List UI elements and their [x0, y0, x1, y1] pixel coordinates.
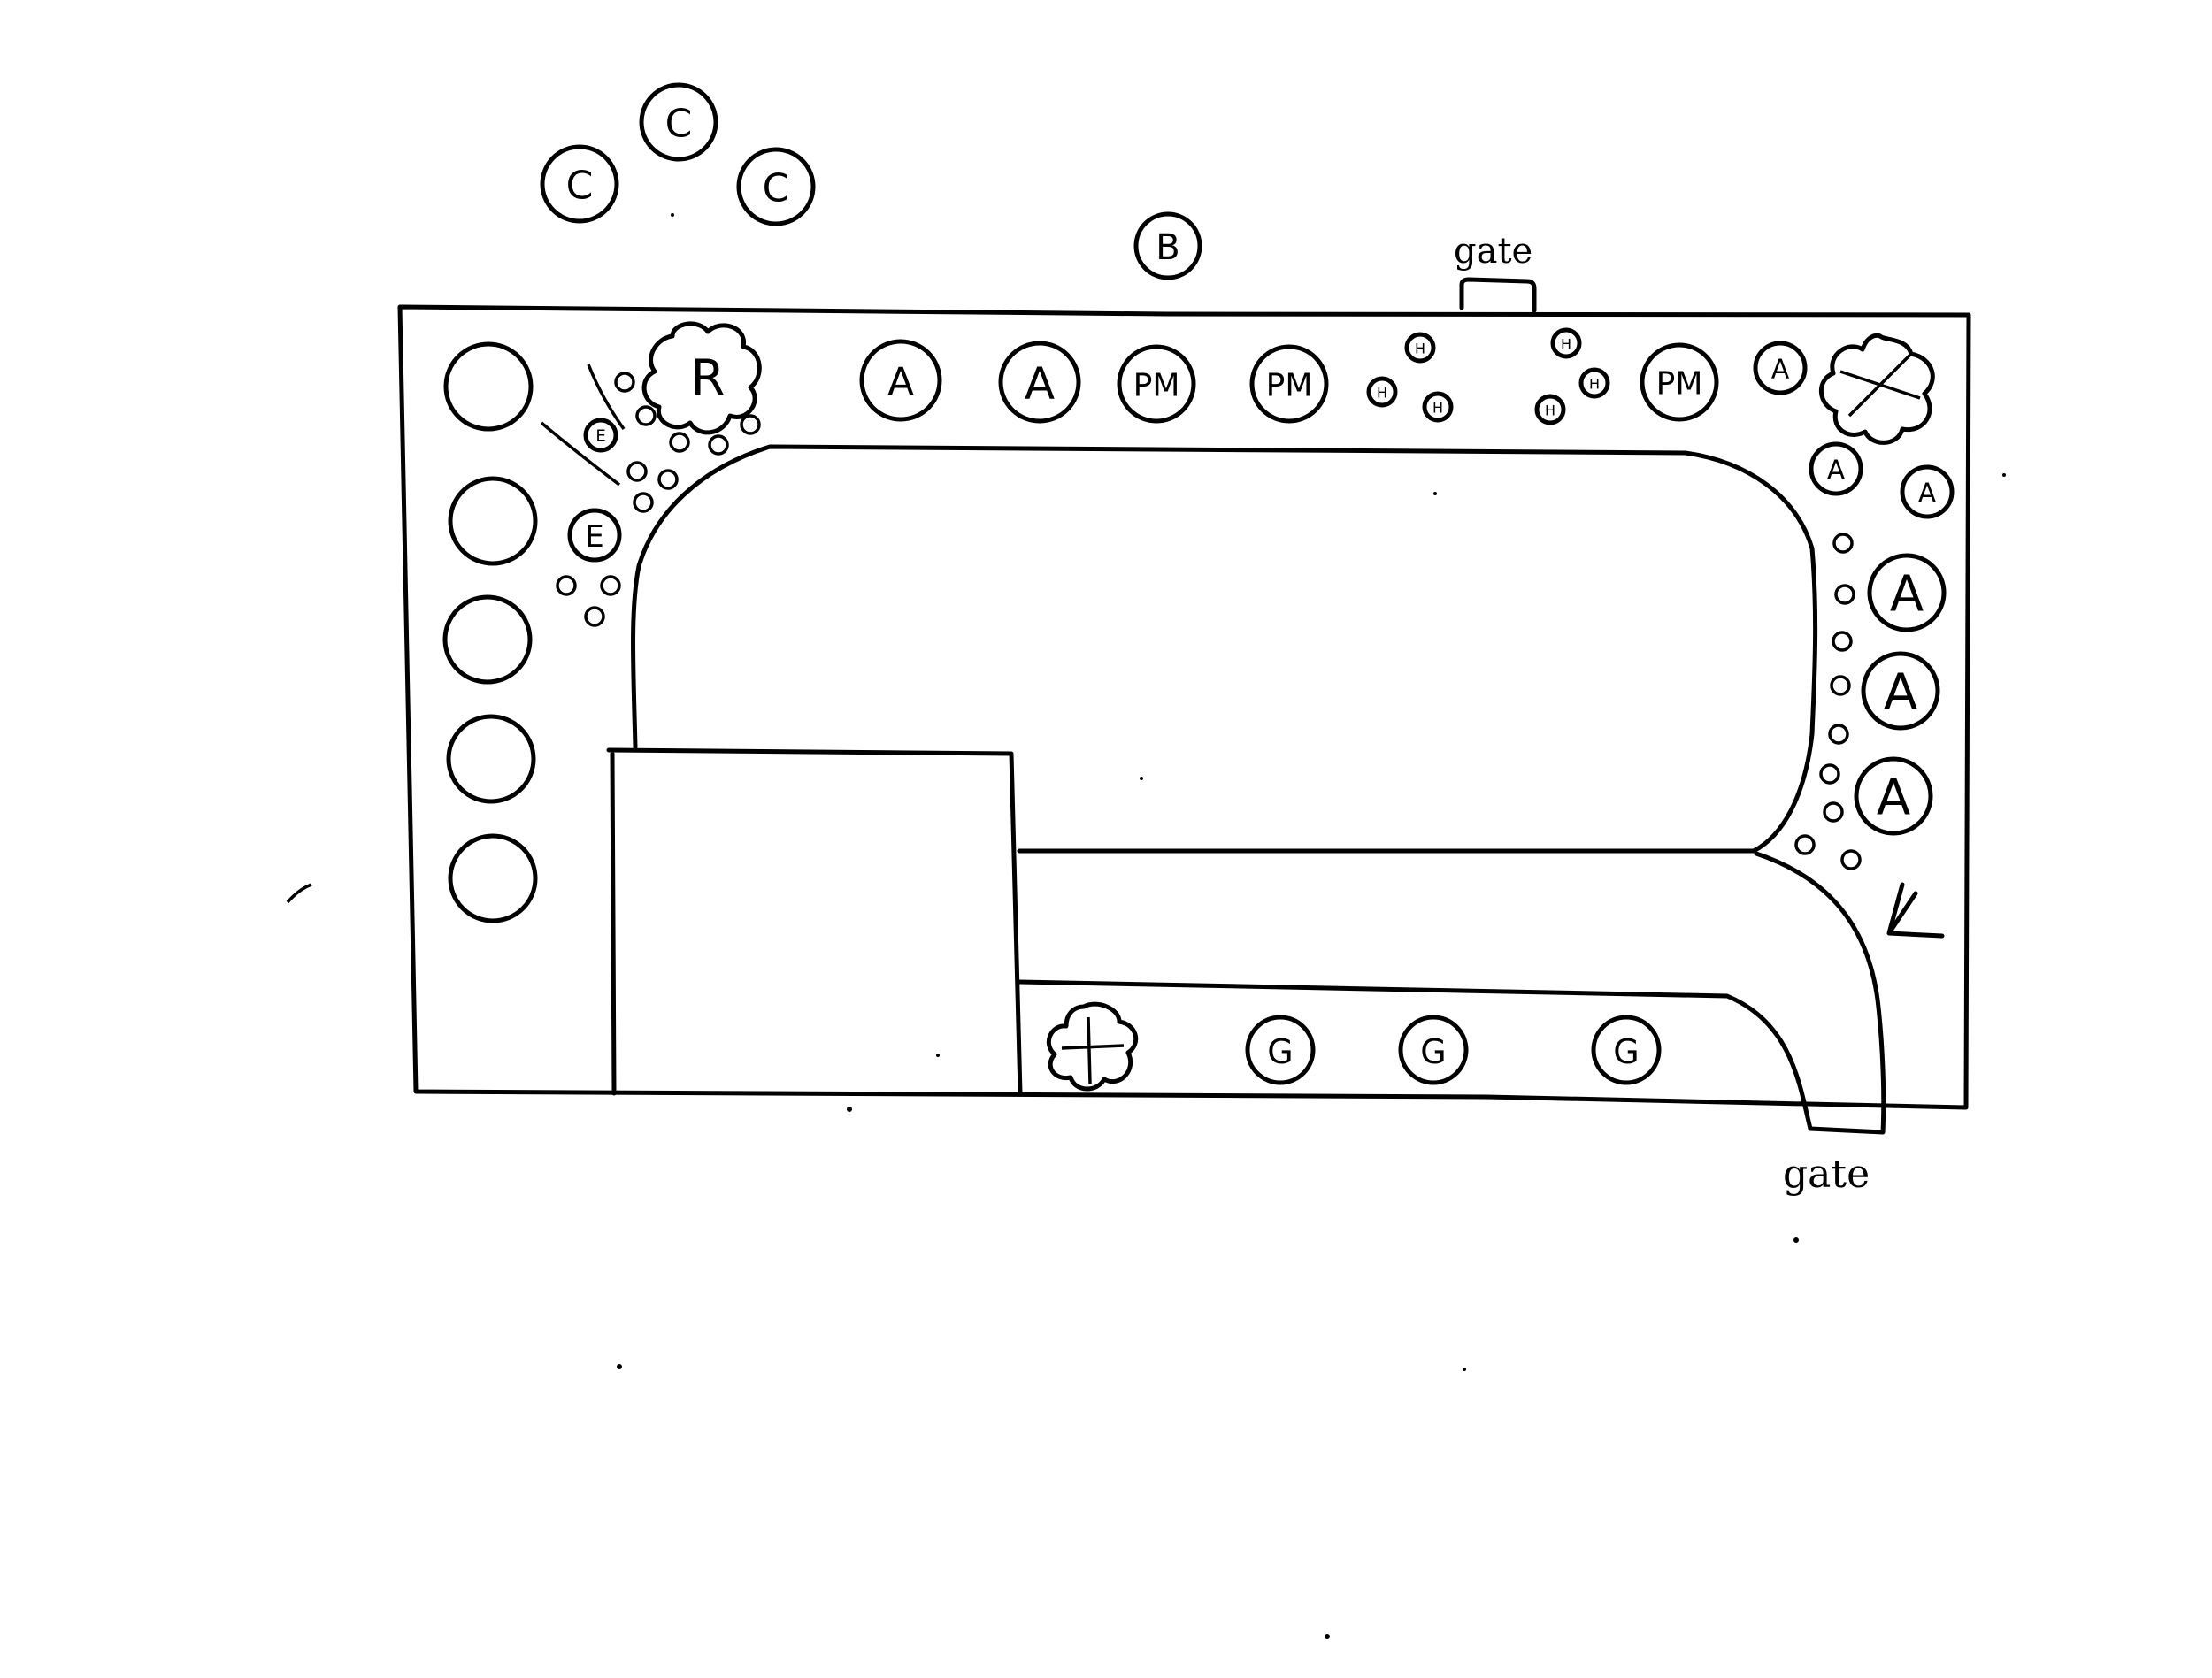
tree-circle — [443, 341, 534, 432]
svg-text:G: G — [1613, 1032, 1639, 1071]
plant-h: H — [1404, 332, 1436, 364]
flower-shrub — [1818, 333, 1935, 445]
svg-text:H: H — [1415, 341, 1425, 357]
tree-circle — [442, 594, 533, 685]
path-lower-outline — [1017, 851, 1886, 1135]
garden-boundary — [397, 304, 1971, 1110]
plant-h: H — [1422, 391, 1454, 423]
svg-text:PM: PM — [1266, 368, 1313, 404]
svg-text:A: A — [1918, 479, 1937, 510]
plant-g: G — [1245, 1015, 1316, 1085]
tree-circle — [448, 476, 538, 566]
plant-a: A — [1900, 464, 1955, 519]
flower-shrub — [1046, 1001, 1139, 1092]
plant-h: H — [1578, 367, 1610, 399]
plant-a: A — [1753, 341, 1808, 395]
svg-text:H: H — [1589, 376, 1600, 393]
svg-text:C: C — [665, 102, 693, 147]
svg-text:C: C — [566, 164, 594, 209]
plant-a: A — [1854, 756, 1933, 836]
svg-text:PM: PM — [1133, 368, 1180, 404]
svg-text:A: A — [1877, 770, 1910, 827]
plant-c: C — [736, 147, 816, 226]
plant-g: G — [1591, 1015, 1662, 1085]
svg-text:C: C — [763, 166, 790, 211]
svg-text:A: A — [887, 360, 914, 405]
svg-text:A: A — [1890, 566, 1924, 624]
svg-text:E: E — [585, 519, 603, 555]
entrance-arrow — [1886, 882, 1945, 939]
svg-text:E: E — [595, 427, 605, 446]
plant-r-rose: R — [641, 321, 762, 435]
lawn-path-outline — [631, 444, 1818, 854]
plant-h: H — [1534, 394, 1566, 425]
svg-text:A: A — [1025, 358, 1055, 410]
small-plant-cluster — [556, 372, 761, 627]
bottom-gate-label: gate — [1783, 1152, 1870, 1197]
plant-c: C — [639, 82, 718, 162]
plant-g: G — [1398, 1015, 1469, 1085]
svg-text:B: B — [1156, 227, 1179, 268]
svg-text:A: A — [1827, 456, 1846, 487]
plant-a: A — [1867, 553, 1947, 632]
plant-c: C — [540, 144, 619, 224]
tree-circle — [448, 833, 538, 923]
plant-b: B — [1133, 211, 1202, 280]
plant-pm: PM — [1640, 342, 1719, 422]
tree-circle — [446, 714, 536, 804]
house-block — [606, 747, 1023, 1096]
plant-a: A — [998, 341, 1081, 424]
plant-h: H — [1550, 327, 1582, 359]
plant-pm: PM — [1117, 344, 1196, 424]
top-gate-label: gate — [1454, 231, 1532, 272]
top-gate-shape — [1459, 277, 1537, 313]
plant-pm: PM — [1249, 344, 1329, 424]
plant-e: E — [583, 418, 618, 453]
plant-e: E — [567, 508, 622, 563]
stray-pencil-mark — [286, 883, 312, 904]
plant-a: A — [1809, 441, 1863, 496]
svg-text:H: H — [1561, 336, 1571, 353]
hedge-stroke-1 — [540, 421, 621, 487]
svg-text:A: A — [1771, 355, 1790, 386]
hedge-stroke-2 — [587, 364, 626, 431]
svg-text:R: R — [691, 350, 726, 408]
svg-text:A: A — [1884, 664, 1917, 722]
svg-text:G: G — [1420, 1032, 1446, 1071]
paper-specks — [617, 213, 2006, 1639]
plant-h: H — [1366, 376, 1398, 408]
plant-a: A — [859, 339, 942, 422]
plant-a: A — [1861, 651, 1940, 731]
small-plant-column — [1794, 533, 1862, 870]
svg-text:H: H — [1432, 400, 1443, 417]
svg-text:H: H — [1377, 385, 1387, 402]
svg-text:PM: PM — [1656, 366, 1703, 402]
svg-text:G: G — [1267, 1032, 1293, 1071]
svg-text:H: H — [1545, 402, 1555, 419]
